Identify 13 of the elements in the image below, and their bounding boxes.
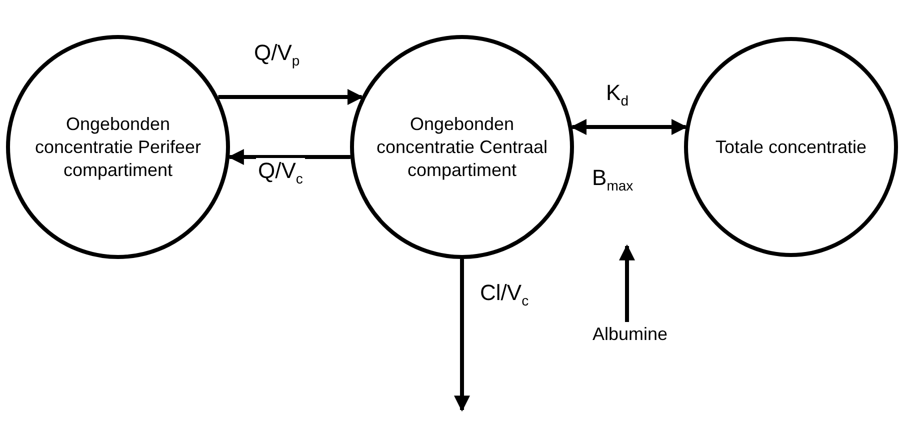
node-label: Albumine <box>592 322 668 346</box>
compartment-circle <box>684 37 898 257</box>
compartment-label: Ongebonden concentratie Perifeer compartiment <box>34 112 202 182</box>
compartment-circle <box>350 35 574 259</box>
arrow <box>619 244 635 322</box>
arrow <box>228 149 350 165</box>
compartment-circle <box>6 35 230 259</box>
arrow <box>570 119 688 135</box>
edge-label: Q/V$_{c}$ <box>256 158 305 186</box>
arrow <box>218 89 364 105</box>
compartment-label: Totale concentratie <box>715 136 867 158</box>
compartment-label: Ongebonden concentratie Centraal compartiment <box>375 112 549 182</box>
arrow <box>454 259 470 412</box>
